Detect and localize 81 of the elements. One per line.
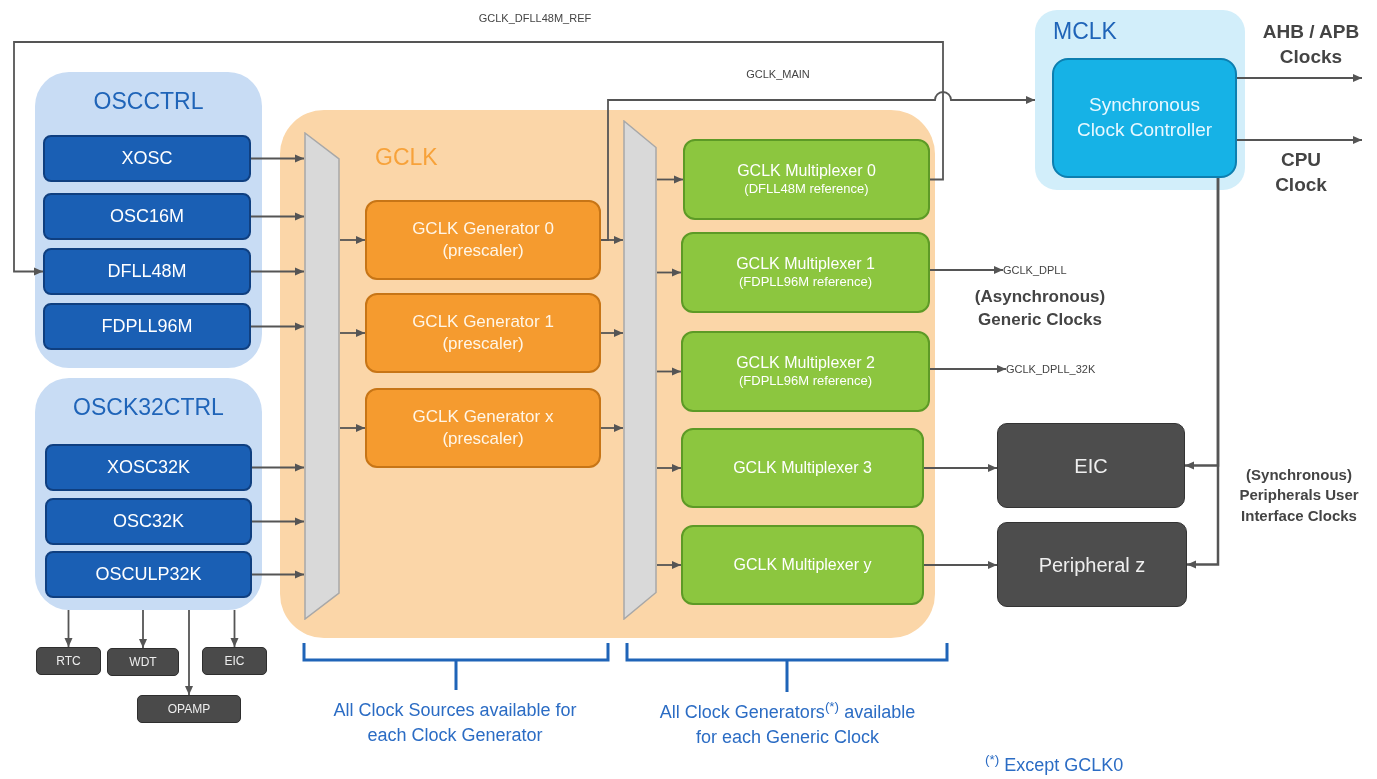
multiplexer-box: GCLK Multiplexer 3 <box>681 428 924 508</box>
controller-box: Synchronous Clock Controller <box>1052 58 1237 178</box>
arrow <box>600 424 624 432</box>
block-note: (FDPLL96M reference) <box>739 373 872 391</box>
block-heading: GCLK Generator 1 <box>412 310 554 333</box>
oscillator-box: OSCULP32K <box>45 551 252 598</box>
block-note: (DFLL48M reference) <box>744 181 869 199</box>
block-heading: GCLK Multiplexer 0 <box>737 160 876 181</box>
multiplexer-box <box>681 232 930 313</box>
block-heading: GCLK Generator x <box>412 405 554 428</box>
oscillator-box: OSC16M <box>43 193 251 240</box>
note-text: All Clock Generators$^{(*)}$ available for each Generic Clock <box>658 700 917 750</box>
peripheral-box: EIC <box>997 423 1185 508</box>
arrow <box>250 267 305 276</box>
arrow <box>251 570 305 579</box>
arrow <box>230 609 239 648</box>
block-note: (prescaler) <box>442 240 524 262</box>
arrow <box>656 367 682 376</box>
arrow <box>13 41 944 276</box>
multiplexer-box <box>681 331 930 412</box>
arrow <box>1236 136 1363 144</box>
note-text: All Clock Sources available for each Clock Generator <box>332 699 578 748</box>
arrow <box>339 236 366 244</box>
peripheral-box: OPAMP <box>137 695 241 723</box>
arrow <box>251 463 305 472</box>
arrow <box>929 266 1004 274</box>
group-panel <box>280 110 935 638</box>
multiplexer-box <box>683 139 930 220</box>
group-panel <box>35 72 262 368</box>
arrow <box>1236 74 1363 82</box>
arrow <box>64 609 73 648</box>
arrow <box>250 154 305 163</box>
oscillator-box: FDPLL96M <box>43 303 251 350</box>
generator-box <box>365 200 601 280</box>
block-heading: GCLK Multiplexer 2 <box>736 352 875 373</box>
signal-name: GCLK_DPLL <box>1003 262 1103 278</box>
arrow <box>250 322 305 331</box>
arrow <box>251 517 305 526</box>
block-heading: GCLK Generator 0 <box>412 217 554 240</box>
arrow <box>929 365 1007 373</box>
block-heading: GCLK Multiplexer 1 <box>736 253 875 274</box>
peripheral-box: EIC <box>202 647 267 675</box>
arrow <box>656 268 682 277</box>
generator-box <box>365 293 601 373</box>
block-note: (prescaler) <box>442 333 524 355</box>
oscillator-box: XOSC <box>43 135 251 182</box>
arrow <box>656 464 682 472</box>
signal-name: GCLK_DPLL_32K <box>1006 361 1136 377</box>
oscillator-box: OSC32K <box>45 498 252 545</box>
arrow <box>600 91 1036 241</box>
arrow <box>339 424 366 432</box>
group-title: MCLK <box>1053 17 1117 46</box>
group-title: OSCCTRL <box>92 87 205 116</box>
note-text: $^{(*)}$ Except GCLK0 <box>985 755 1125 777</box>
arrow <box>600 329 624 337</box>
multiplexer-shape <box>623 120 657 620</box>
peripheral-box: Peripheral z <box>997 522 1187 607</box>
note-text: (Synchronous) Peripherals User Interface Clocks <box>1238 465 1360 526</box>
peripheral-box: WDT <box>107 648 179 676</box>
arrow <box>923 561 998 569</box>
multiplexer-box: GCLK Multiplexer y <box>681 525 924 605</box>
oscillator-box: XOSC32K <box>45 444 252 491</box>
group-panel <box>35 378 262 610</box>
generator-box <box>365 388 601 468</box>
arrow <box>139 609 147 649</box>
arrow <box>656 175 684 184</box>
group-panel <box>1035 10 1245 190</box>
arrow <box>250 212 305 221</box>
oscillator-box: DFLL48M <box>43 248 251 295</box>
arrow <box>923 464 998 472</box>
multiplexer-shape <box>304 132 340 620</box>
peripheral-box: RTC <box>36 647 101 675</box>
group-title: OSCK32CTRL <box>72 393 225 422</box>
arrow <box>185 609 193 696</box>
group-title: GCLK <box>375 143 438 172</box>
arrow <box>339 329 366 337</box>
block-note: (FDPLL96M reference) <box>739 274 872 292</box>
note-text: (Asynchronous) Generic Clocks <box>973 286 1107 331</box>
arrow <box>656 561 682 569</box>
arrow <box>1187 178 1220 569</box>
block-note: (prescaler) <box>442 428 524 450</box>
